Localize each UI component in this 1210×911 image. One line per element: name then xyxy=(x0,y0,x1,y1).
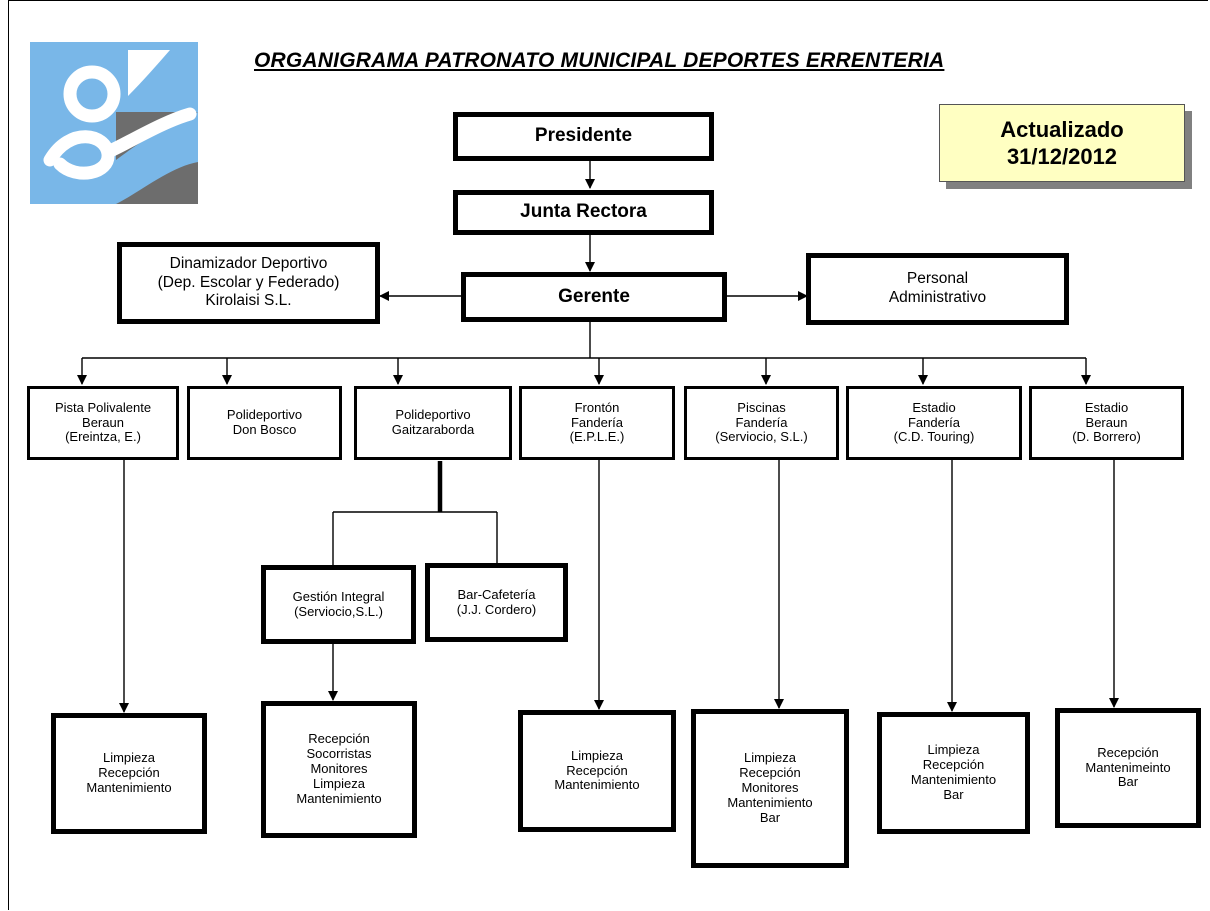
junta-rectora-box: Junta Rectora xyxy=(453,190,714,235)
facility-pista-beraun: Pista Polivalente Beraun (Ereintza, E.) xyxy=(27,386,179,460)
services-estadio-fanderia: Limpieza Recepción Mantenimiento Bar xyxy=(877,712,1030,834)
personal-administrativo-box: Personal Administrativo xyxy=(806,253,1069,325)
presidente-box: Presidente xyxy=(453,112,714,161)
services-estadio-beraun: Recepción Mantenimeinto Bar xyxy=(1055,708,1201,828)
services-piscinas-fanderia: Limpieza Recepción Monitores Mantenimien… xyxy=(691,709,849,868)
dinamizador-box: Dinamizador Deportivo (Dep. Escolar y Fe… xyxy=(117,242,380,324)
facility-fronton-fanderia: Frontón Fandería (E.P.L.E.) xyxy=(519,386,675,460)
services-pista-beraun: Limpieza Recepción Mantenimiento xyxy=(51,713,207,834)
services-fronton-fanderia: Limpieza Recepción Mantenimiento xyxy=(518,710,676,832)
updated-label: Actualizado xyxy=(1000,116,1124,142)
gerente-box: Gerente xyxy=(461,272,727,322)
patronato-logo-icon xyxy=(30,42,198,204)
facility-estadio-beraun: Estadio Beraun (D. Borrero) xyxy=(1029,386,1184,460)
updated-note: Actualizado 31/12/2012 xyxy=(939,104,1185,182)
facility-piscinas-fanderia: Piscinas Fandería (Serviocio, S.L.) xyxy=(684,386,839,460)
page-title: ORGANIGRAMA PATRONATO MUNICIPAL DEPORTES… xyxy=(254,49,945,72)
updated-date: 31/12/2012 xyxy=(1006,144,1118,169)
facility-estadio-fanderia: Estadio Fandería (C.D. Touring) xyxy=(846,386,1022,460)
gestion-integral-box: Gestión Integral (Serviocio,S.L.) xyxy=(261,565,416,644)
page-frame xyxy=(8,0,1208,910)
facility-polideportivo-don-bosco: Polideportivo Don Bosco xyxy=(187,386,342,460)
facility-polideportivo-gaitzaraborda: Polideportivo Gaitzaraborda xyxy=(354,386,512,460)
services-gaitzaraborda: Recepción Socorristas Monitores Limpieza… xyxy=(261,701,417,838)
bar-cafeteria-box: Bar-Cafetería (J.J. Cordero) xyxy=(425,563,568,642)
